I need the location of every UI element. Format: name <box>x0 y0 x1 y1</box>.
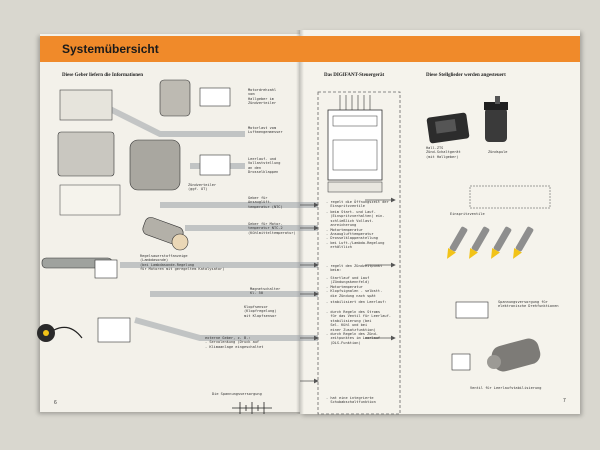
sensor-label-intake-temp: Geber für Ansauglüft- temperatur (NTC) <box>248 196 283 209</box>
actuator-label-idle-valve: Ventil für Leerlaufstabilisierung <box>470 386 542 390</box>
page-number-right: 7 <box>563 398 566 404</box>
ignition-module-drawing <box>426 112 470 144</box>
ignition-coil-drawing <box>484 96 508 142</box>
sensor-label-coolant-temp: Geber für Motor- temperatur NTC-2 (Kühlm… <box>248 222 296 235</box>
knock-diagram-drawing <box>97 317 131 343</box>
controller-fn-overrun: - hat eine integrierte Schubabschaltfunk… <box>326 396 376 405</box>
battery-symbol-drawing <box>232 402 272 414</box>
column-heading-sensors: Diese Geber liefern die Informationen <box>62 73 144 78</box>
page-title: Systemübersicht <box>62 42 159 56</box>
sensor-label-external: externe Geber, z. B.: - Servolenkung (Dr… <box>205 336 264 349</box>
sensor-label-power: Die Spannungsversorgung <box>212 392 262 396</box>
knock-sensor-drawing <box>37 324 83 342</box>
controller-fn-idle-detail: - durch Regeln des Stroms für das Ventil… <box>326 310 391 345</box>
idle-valve-drawing <box>451 338 541 372</box>
sensor-label-starter: Magnetschalter Kl. 50 <box>250 287 281 296</box>
actuator-label-coil: Zündspule <box>488 150 508 154</box>
page-gutter <box>296 30 304 414</box>
controller-unit-drawing <box>327 95 383 193</box>
column-heading-controller: Das DIGIFANT-Steuergerät <box>324 73 385 78</box>
throttle-body-drawing <box>129 139 181 191</box>
controller-fn-injection-detail: - beim Start- und Lauf- (Einspritzverhal… <box>326 210 385 250</box>
controller-fn-idle: - stabilisiert den Leerlauf: <box>326 300 387 304</box>
sensor-label-load: Motorlast vom Luftmengenmesser <box>248 126 283 135</box>
relay-diagram-drawing <box>455 301 489 319</box>
hall-diagram-drawing <box>199 87 231 107</box>
hall-sender-drawing <box>59 89 113 121</box>
controller-fn-injection: - regelt die Öffnungszeit der Einspritzv… <box>326 200 389 209</box>
sensor-label-throttle: Leerlauf- und Vollaststellung an den Dro… <box>248 157 281 175</box>
relay-drawing <box>94 259 118 279</box>
injector-valves-drawing <box>447 226 534 259</box>
sensor-label-knock: Klopfsensor (Klopfregelung) mit Klopfsen… <box>244 305 277 318</box>
sensor-label-lambda: Regelsauerstoffanzeige (Lambdasonde) (be… <box>140 254 225 272</box>
coolant-sensor-drawing <box>142 217 189 251</box>
page-number-left: 6 <box>54 400 57 406</box>
actuator-label-injectors: Einspritzventile <box>450 212 485 216</box>
distributor-drawing <box>159 79 191 117</box>
actuator-label-ignition-module: Hall-ZTS Zünd-Schaltgerät (mit Hallgeber… <box>426 146 461 159</box>
injector-diagram-drawing <box>469 185 551 209</box>
intake-sensor-diagram <box>59 184 121 216</box>
controller-fn-ignition: - regelt den Zündzeitpunkt beim: <box>326 264 383 273</box>
controller-fn-ignition-detail: - Startlauf und Lauf (Zündungskennfeld) … <box>326 276 383 298</box>
sensor-sublabel-distributor: Zündverteiler (ggf. OT) <box>188 183 217 192</box>
controller-outline <box>317 91 401 415</box>
column-heading-actuators: Diese Stellglieder werden angesteuert <box>426 73 506 78</box>
sensor-label-speed: Motordrehzahl vom Hallgeber im Zündverte… <box>248 88 277 106</box>
throttle-switch-diagram <box>199 154 231 176</box>
actuator-label-power-relay: Spannungsversorgung für elektronische Dr… <box>498 300 559 309</box>
header-band <box>40 36 580 62</box>
connector-arrowheads <box>300 197 396 384</box>
airflow-meter-drawing <box>57 131 115 177</box>
